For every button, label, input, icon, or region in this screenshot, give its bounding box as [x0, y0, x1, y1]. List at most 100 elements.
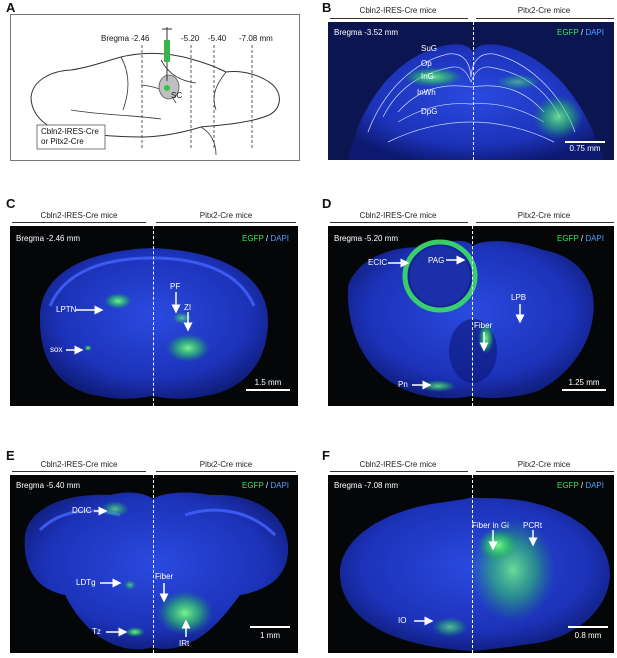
- label-fiber-in-gi: Fiber in Gi: [472, 521, 509, 530]
- egfp-label: EGFP: [557, 481, 579, 490]
- panel-e-stain-legend: EGFP / DAPI: [242, 481, 289, 490]
- panel-b-left-header: Cbln2-IRES-Cre mice: [359, 6, 437, 15]
- layer-ing: InG: [421, 72, 434, 81]
- layer-inwh: InWh: [417, 88, 436, 97]
- label-pcrt: PCRt: [523, 521, 543, 530]
- label-tz: Tz: [92, 627, 101, 636]
- panel-b-divider: [473, 22, 474, 160]
- panel-b-stain-legend: EGFP / DAPI: [557, 28, 604, 37]
- label-dcic: DCIC: [72, 506, 92, 515]
- panel-c-left-rule: [12, 222, 146, 223]
- panel-e-image: Bregma -5.40 mm EGFP / DAPI DCIC LDTg Fi…: [10, 475, 298, 653]
- panel-f-left-rule: [330, 471, 468, 472]
- label-lpb: LPB: [511, 293, 527, 302]
- egfp-label: EGFP: [242, 234, 264, 243]
- label-pn: Pn: [398, 380, 408, 389]
- panel-d-scale-bar: [562, 389, 606, 391]
- label-io: IO: [398, 616, 407, 625]
- schematic-level-3: -7.08 mm: [239, 34, 273, 43]
- label-ecic: ECIC: [368, 258, 388, 267]
- panel-f-scale-bar: [568, 626, 608, 628]
- panel-e-right-header: Pitx2-Cre mice: [199, 460, 253, 469]
- panel-b-scale-bar: [565, 141, 605, 143]
- layer-dpg: DpG: [421, 107, 438, 116]
- layer-op: Op: [421, 59, 432, 68]
- panel-d-bregma: Bregma -5.20 mm: [334, 234, 399, 243]
- label-irt: IRt: [179, 639, 190, 648]
- panel-e-divider: [153, 475, 154, 653]
- panel-b-bregma: Bregma -3.52 mm: [334, 28, 399, 37]
- panel-d-left-header: Cbln2-IRES-Cre mice: [359, 211, 437, 220]
- dapi-label: DAPI: [585, 234, 604, 243]
- panel-c-right-header: Pitx2-Cre mice: [199, 211, 253, 220]
- panel-e-left-header: Cbln2-IRES-Cre mice: [40, 460, 118, 469]
- schematic-panel: Bregma -2.46 -5.20 -5.40 -7.08 mm SC Cbl…: [10, 14, 300, 161]
- panel-b-image: Bregma -3.52 mm EGFP / DAPI SuG Op InG I…: [328, 22, 614, 160]
- panel-f-left-header: Cbln2-IRES-Cre mice: [359, 460, 437, 469]
- schematic-level-2: -5.40: [208, 34, 227, 43]
- panel-e-scale-bar: [250, 626, 290, 628]
- panel-label-b: B: [322, 0, 332, 15]
- panel-e-right-rule: [156, 471, 296, 472]
- panel-c-image: Bregma -2.46 mm EGFP / DAPI LPTN sox PF …: [10, 226, 298, 406]
- panel-c-stain-legend: EGFP / DAPI: [242, 234, 289, 243]
- schematic-level-1: -5.20: [181, 34, 200, 43]
- dapi-label: DAPI: [270, 481, 289, 490]
- dapi-label: DAPI: [585, 28, 604, 37]
- panel-f-right-header: Pitx2-Cre mice: [517, 460, 571, 469]
- panel-c-right-rule: [156, 222, 296, 223]
- schematic-mouse-line-2: or Pitx2-Cre: [41, 137, 84, 146]
- panel-c-divider: [153, 226, 154, 406]
- dapi-label: DAPI: [585, 481, 604, 490]
- panel-c-scale-bar: [246, 389, 290, 391]
- egfp-label: EGFP: [242, 481, 264, 490]
- label-pag: PAG: [428, 256, 445, 265]
- panel-c-scale-label: 1.5 mm: [254, 378, 282, 387]
- schematic-sc-label: SC: [171, 91, 183, 100]
- panel-d-right-header: Pitx2-Cre mice: [517, 211, 571, 220]
- panel-f-right-rule: [476, 471, 614, 472]
- panel-b-right-header: Pitx2-Cre mice: [517, 6, 571, 15]
- schematic-mouse-line-1: Cbln2-IRES-Cre: [41, 127, 99, 136]
- layer-sug: SuG: [421, 44, 438, 53]
- label-ldtg: LDTg: [76, 578, 96, 587]
- panel-b-left-rule: [330, 18, 468, 19]
- panel-d-left-rule: [330, 222, 468, 223]
- panel-f-bregma: Bregma -7.08 mm: [334, 481, 399, 490]
- stain-separator: /: [578, 28, 586, 37]
- stain-separator: /: [578, 234, 586, 243]
- panel-e-left-rule: [12, 471, 146, 472]
- panel-b-right-rule: [476, 18, 614, 19]
- panel-d-scale-label: 1.25 mm: [568, 378, 600, 387]
- panel-f-stain-legend: EGFP / DAPI: [557, 481, 604, 490]
- panel-f-scale-label: 0.8 mm: [574, 631, 602, 640]
- label-lptn: LPTN: [56, 305, 77, 314]
- stain-separator: /: [263, 481, 271, 490]
- panel-d-divider: [472, 226, 473, 406]
- label-fiber: Fiber: [155, 572, 174, 581]
- label-fiber: Fiber: [474, 321, 493, 330]
- label-pf: PF: [170, 282, 181, 291]
- panel-e-scale-label: 1 mm: [260, 631, 280, 640]
- panel-label-c: C: [6, 196, 16, 211]
- panel-e-bregma: Bregma -5.40 mm: [16, 481, 81, 490]
- panel-label-f: F: [322, 448, 330, 463]
- panel-d-image: Bregma -5.20 mm EGFP / DAPI ECIC PAG LPB…: [328, 226, 614, 406]
- panel-label-e: E: [6, 448, 15, 463]
- panel-f-image: Bregma -7.08 mm EGFP / DAPI Fiber in Gi …: [328, 475, 614, 653]
- egfp-label: EGFP: [557, 234, 579, 243]
- stain-separator: /: [263, 234, 271, 243]
- panel-d-stain-legend: EGFP / DAPI: [557, 234, 604, 243]
- panel-f-divider: [472, 475, 473, 653]
- panel-d-right-rule: [476, 222, 614, 223]
- panel-label-a: A: [6, 0, 16, 15]
- schematic-bregma-label: Bregma -2.46: [101, 34, 150, 43]
- stain-separator: /: [578, 481, 586, 490]
- label-zi: ZI: [184, 303, 192, 312]
- dapi-label: DAPI: [270, 234, 289, 243]
- panel-c-left-header: Cbln2-IRES-Cre mice: [40, 211, 118, 220]
- egfp-label: EGFP: [557, 28, 579, 37]
- panel-c-bregma: Bregma -2.46 mm: [16, 234, 81, 243]
- sagittal-brain-schematic: [30, 27, 280, 156]
- panel-label-d: D: [322, 196, 332, 211]
